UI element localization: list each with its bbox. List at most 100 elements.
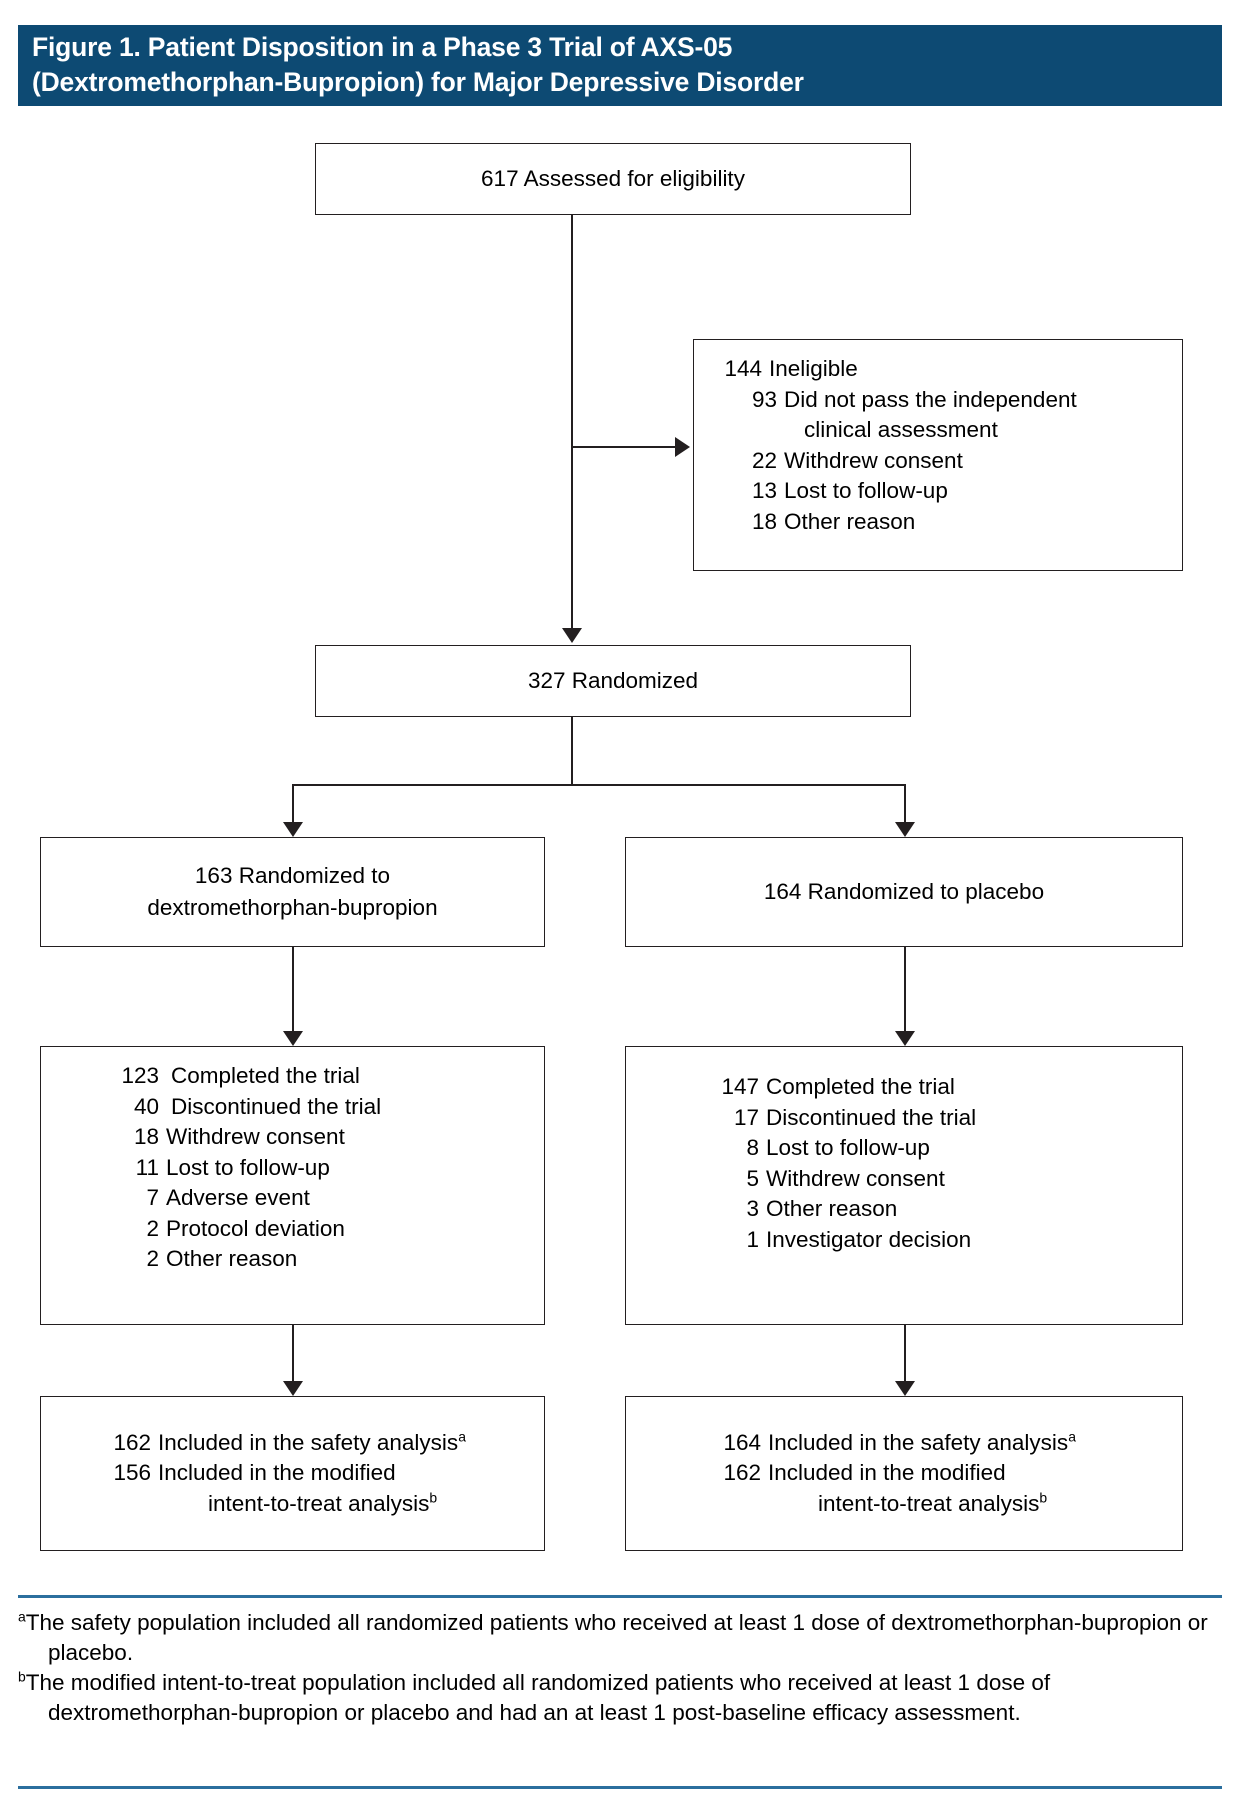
reason-label: Withdrew consent	[784, 447, 963, 473]
reason-label: Other reason	[784, 508, 916, 534]
arrowhead-to-arm-dextromethorphan-bupropion	[283, 822, 303, 837]
disposition-label: Completed the trial	[171, 1063, 360, 1088]
connector-disposition-to-analysis-left	[292, 1325, 295, 1382]
disposition-row: 7 Adverse event	[111, 1183, 544, 1214]
analysis-row-continuation: intent-to-treat analysisb	[711, 1489, 1182, 1520]
disposition-row: 2 Protocol deviation	[111, 1214, 544, 1245]
assessed-label: 617 Assessed for eligibility	[481, 166, 745, 191]
disposition-label: Investigator decision	[766, 1226, 972, 1252]
disposition-label: Other reason	[766, 1196, 898, 1221]
box-disposition-placebo: 147 Completed the trial 17 Discontinued …	[625, 1046, 1183, 1325]
footnotes-block: aThe safety population included all rand…	[18, 1608, 1224, 1728]
arrowhead-to-ineligible	[675, 437, 690, 457]
arrowhead-to-disposition-left	[283, 1031, 303, 1046]
disposition-count: 40	[133, 1093, 159, 1119]
arrowhead-to-arm-placebo	[895, 822, 915, 837]
disposition-row: 147 Completed the trial	[711, 1072, 1182, 1103]
disposition-label: Withdrew consent	[166, 1124, 345, 1149]
analysis-count: 156	[113, 1460, 151, 1486]
reason-count: 93	[751, 386, 777, 412]
footnote-a-text: The safety population included all rando…	[25, 1610, 1208, 1665]
box-disposition-dextromethorphan-bupropion: 123 Completed the trial 40 Discontinued …	[40, 1046, 545, 1325]
disposition-count: 1	[746, 1226, 759, 1252]
box-randomized: 327 Randomized	[315, 645, 911, 717]
reason-count: 13	[751, 478, 777, 503]
connector-split-right	[904, 784, 907, 823]
box-assessed-for-eligibility: 617 Assessed for eligibility	[315, 143, 911, 215]
disposition-count: 18	[133, 1124, 159, 1149]
ineligible-reason-continuation: clinical assessment	[720, 415, 1182, 446]
ineligible-reason-row: 18 Other reason	[720, 507, 1182, 538]
disposition-row: 3 Other reason	[711, 1194, 1182, 1225]
analysis-row-continuation: intent-to-treat analysisb	[101, 1489, 544, 1520]
ineligible-reason-row: 22 Withdrew consent	[720, 446, 1182, 477]
arrowhead-to-analysis-right	[895, 1381, 915, 1396]
reason-label-cont: clinical assessment	[804, 417, 998, 442]
reason-count: 22	[751, 447, 777, 473]
connector-trunk-to-randomized	[571, 446, 574, 628]
analysis-label: Included in the modified	[768, 1460, 1006, 1486]
figure-title: Figure 1. Patient Disposition in a Phase…	[32, 32, 804, 97]
connector-randomized-split	[292, 784, 906, 787]
disposition-label: Other reason	[166, 1246, 298, 1271]
disposition-count: 2	[146, 1215, 159, 1241]
connector-allocation-to-disposition-right	[904, 947, 907, 1032]
disposition-row: 2 Other reason	[111, 1244, 544, 1275]
disposition-count: 2	[146, 1246, 159, 1271]
disposition-count: 147	[721, 1074, 759, 1099]
disposition-row: 1 Investigator decision	[711, 1225, 1182, 1256]
disposition-label: Withdrew consent	[766, 1165, 945, 1191]
disposition-label: Lost to follow-up	[166, 1154, 330, 1180]
box-allocation-dextromethorphan-bupropion: 163 Randomized to dextromethorphan-bupro…	[40, 837, 545, 947]
disposition-count: 7	[146, 1185, 159, 1210]
analysis-label: Included in the safety analysisa	[768, 1428, 1076, 1455]
connector-randomized-stem	[571, 717, 574, 786]
disposition-count: 3	[746, 1196, 759, 1221]
figure-header-banner: Figure 1. Patient Disposition in a Phase…	[18, 25, 1222, 106]
disposition-row: 17 Discontinued the trial	[711, 1103, 1182, 1134]
disposition-count: 17	[733, 1104, 759, 1130]
connector-disposition-to-analysis-right	[904, 1325, 907, 1382]
footnote-ref-a: a	[1068, 1428, 1076, 1445]
footnote-marker-a: a	[18, 1608, 26, 1625]
analysis-count: 164	[723, 1429, 761, 1455]
box-analysis-dextromethorphan-bupropion: 162 Included in the safety analysisa 156…	[40, 1396, 545, 1551]
analysis-label: Included in the safety analysisa	[158, 1428, 466, 1455]
reason-count: 18	[751, 508, 777, 534]
reason-label: Did not pass the independent	[784, 386, 1077, 412]
connector-assessed-trunk	[571, 215, 574, 447]
disposition-label: Discontinued the trial	[766, 1104, 977, 1130]
connector-split-left	[292, 784, 295, 823]
connector-to-ineligible	[571, 446, 675, 449]
footnote-b: bThe modified intent-to-treat population…	[18, 1668, 1224, 1728]
analysis-count: 162	[723, 1460, 761, 1486]
disposition-row: 11 Lost to follow-up	[111, 1153, 544, 1184]
reason-label: Lost to follow-up	[784, 478, 948, 503]
arrowhead-to-randomized	[562, 628, 582, 643]
disposition-count: 11	[135, 1154, 159, 1180]
analysis-label-cont: intent-to-treat analysisb	[208, 1489, 438, 1516]
disposition-label: Adverse event	[166, 1185, 310, 1210]
ineligible-reason-row: 13 Lost to follow-up	[720, 476, 1182, 507]
disposition-label: Protocol deviation	[166, 1215, 345, 1241]
box-analysis-placebo: 164 Included in the safety analysisa 162…	[625, 1396, 1183, 1551]
ineligible-reason-row: 93 Did not pass the independent	[720, 385, 1182, 416]
ineligible-count: 144	[724, 356, 762, 381]
footnote-rule-top	[18, 1595, 1222, 1599]
box-allocation-placebo: 164 Randomized to placebo	[625, 837, 1183, 947]
footnote-b-text: The modified intent-to-treat population …	[25, 1670, 1051, 1725]
allocation-label: 163 Randomized to dextromethorphan-bupro…	[147, 863, 438, 920]
connector-allocation-to-disposition-left	[292, 947, 295, 1032]
disposition-count: 8	[746, 1135, 759, 1160]
footnote-ref-a: a	[458, 1428, 466, 1445]
analysis-count: 162	[113, 1429, 151, 1455]
disposition-row: 8 Lost to follow-up	[711, 1133, 1182, 1164]
disposition-label: Completed the trial	[766, 1074, 955, 1099]
footnote-marker-b: b	[18, 1668, 26, 1685]
box-ineligible: 144 Ineligible 93 Did not pass the indep…	[693, 339, 1183, 571]
disposition-row: 18 Withdrew consent	[111, 1122, 544, 1153]
arrowhead-to-analysis-left	[283, 1381, 303, 1396]
allocation-label: 164 Randomized to placebo	[763, 879, 1045, 904]
analysis-row: 156 Included in the modified	[101, 1458, 544, 1489]
footnote-a: aThe safety population included all rand…	[18, 1608, 1224, 1668]
